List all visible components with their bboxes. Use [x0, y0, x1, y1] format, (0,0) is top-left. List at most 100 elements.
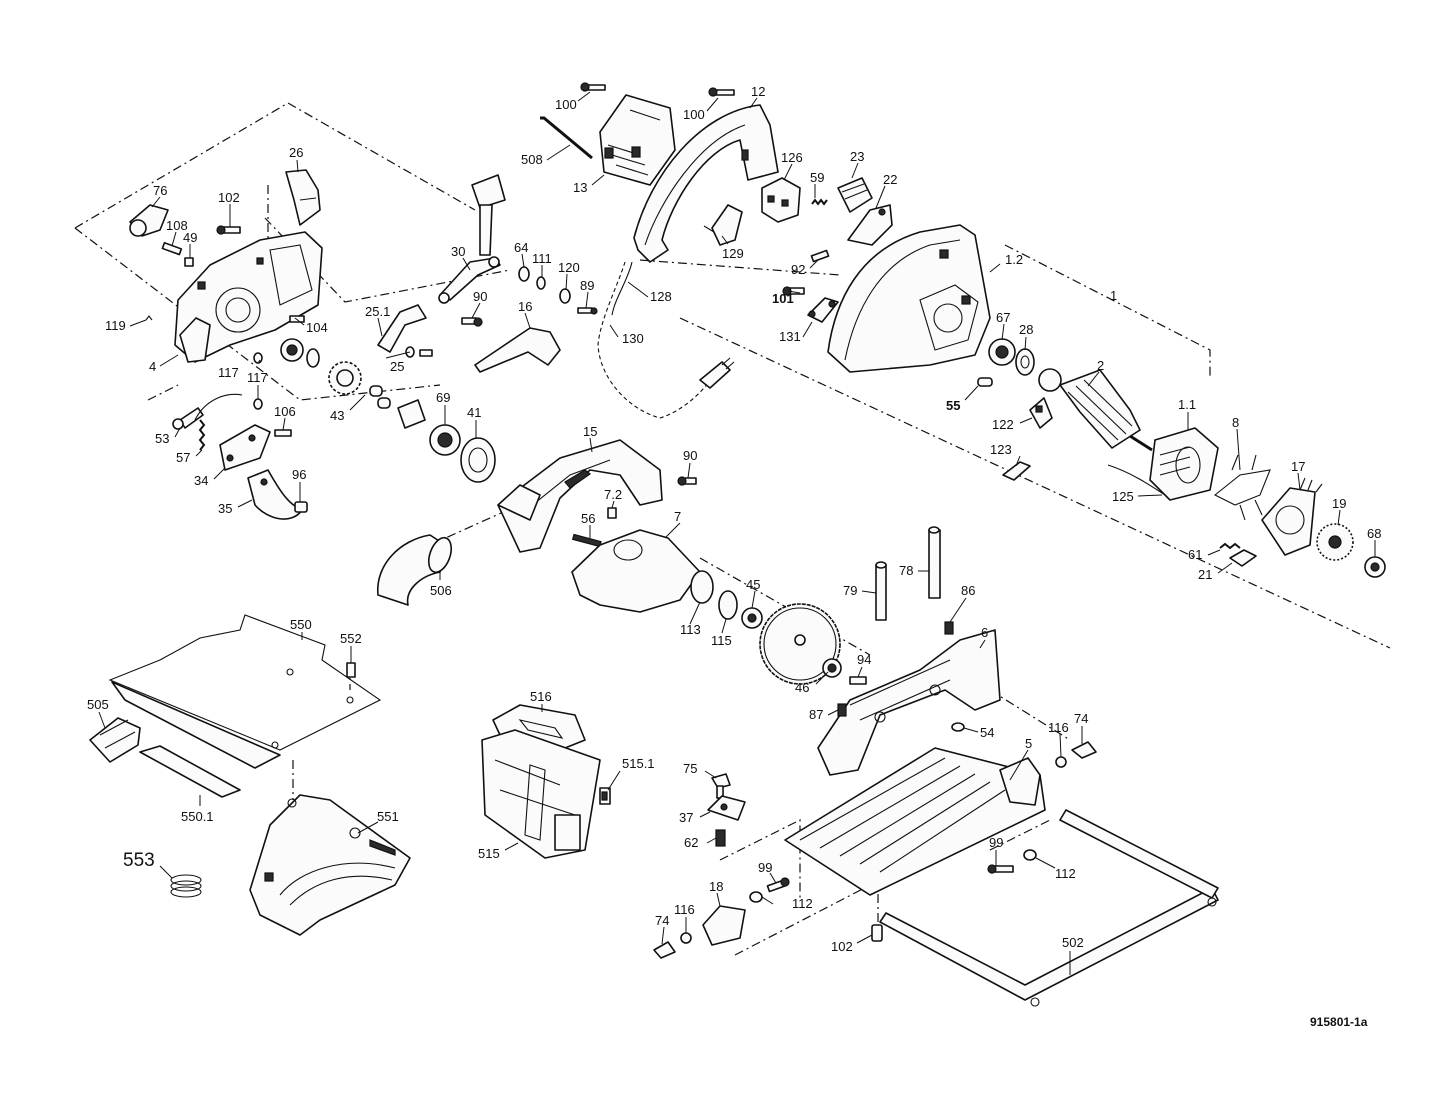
sheet-550 [108, 614, 382, 769]
label-123: 123 [990, 442, 1012, 457]
label-87: 87 [809, 707, 823, 722]
label-41: 41 [467, 405, 481, 420]
label-59: 59 [810, 170, 824, 185]
label-90a: 90 [473, 289, 487, 304]
armature-group [977, 338, 1386, 578]
label-4: 4 [149, 359, 156, 374]
label-43: 43 [330, 408, 344, 423]
label-5: 5 [1025, 736, 1032, 751]
label-128: 128 [650, 289, 672, 304]
bearing-68 [1364, 556, 1386, 578]
label-2: 2 [1097, 358, 1104, 373]
gearbox-group [129, 169, 598, 520]
label-515.1: 515.1 [622, 756, 655, 771]
handle-housing [633, 104, 779, 263]
label-131: 131 [779, 329, 801, 344]
blade-guard-group [377, 439, 867, 685]
label-61: 61 [1188, 547, 1202, 562]
base-group [653, 526, 1219, 1007]
bearing-69 [429, 424, 461, 456]
miter-base-551 [249, 794, 411, 936]
label-113: 113 [680, 622, 701, 637]
nut-74b [653, 941, 676, 959]
dust-elbow-506 [377, 534, 453, 606]
label-22: 22 [883, 172, 897, 187]
screw-86 [944, 621, 954, 635]
label-552: 552 [340, 631, 362, 646]
label-506: 506 [430, 583, 452, 598]
wire-125 [1107, 464, 1166, 496]
label-15: 15 [583, 424, 597, 439]
label-35: 35 [218, 501, 232, 516]
hex-key [540, 116, 593, 160]
power-cable [597, 261, 735, 419]
screw-552 [346, 662, 356, 678]
stator [1149, 427, 1219, 501]
label-55: 55 [946, 398, 960, 413]
label-13: 13 [573, 180, 587, 195]
flange-45 [741, 607, 763, 629]
screw-100b [708, 87, 735, 97]
screw-99b [987, 864, 1014, 874]
rail-carriage-6 [817, 629, 1001, 776]
label-6: 6 [981, 625, 988, 640]
ring-113 [690, 570, 714, 604]
screw-102a [216, 225, 241, 235]
label-53: 53 [155, 431, 169, 446]
switch-lever [837, 177, 873, 213]
screw-101 [782, 286, 805, 296]
motor-housing-group [540, 82, 991, 419]
label-108: 108 [166, 218, 188, 233]
label-78: 78 [899, 563, 913, 578]
upper-guard-15 [497, 439, 663, 553]
part-54 [951, 722, 965, 732]
label-69: 69 [436, 390, 450, 405]
cable-clamp [703, 204, 743, 246]
label-125: 125 [1112, 489, 1134, 504]
screw-89 [577, 307, 598, 315]
label-12: 12 [751, 84, 765, 99]
label-129: 129 [722, 246, 744, 261]
label-102a: 102 [218, 190, 240, 205]
label-119: 119 [105, 318, 126, 333]
label-56: 56 [581, 511, 595, 526]
label-100b: 100 [683, 107, 705, 122]
clip-119 [145, 315, 153, 321]
part-labels: 100 100 12 508 13 126 23 59 22 129 92 1.… [87, 84, 1381, 954]
label-516: 516 [530, 689, 552, 704]
lower-guard-7 [571, 529, 701, 613]
pin-55 [977, 377, 993, 387]
bracket-8 [1213, 454, 1271, 521]
clip-505 [89, 717, 141, 763]
label-46: 46 [795, 680, 809, 695]
fan-housing-17 [1261, 477, 1323, 556]
label-116b: 116 [674, 902, 695, 917]
label-7: 7 [674, 509, 681, 524]
label-99a: 99 [758, 860, 772, 875]
label-553: 553 [123, 850, 155, 871]
label-89: 89 [580, 278, 594, 293]
label-75: 75 [683, 761, 697, 776]
screw-108 [161, 241, 183, 256]
label-49: 49 [183, 230, 197, 245]
screw-87 [837, 703, 847, 717]
label-104: 104 [306, 320, 328, 335]
plate-34 [219, 424, 271, 471]
spring-band [194, 393, 243, 421]
saw-blade [759, 603, 841, 685]
fan-19 [1316, 523, 1354, 561]
brush-21 [1229, 549, 1257, 567]
label-64: 64 [514, 240, 528, 255]
label-18: 18 [709, 879, 723, 894]
spring-553 [170, 874, 202, 898]
spring-62 [715, 829, 726, 847]
armature [1038, 368, 1153, 452]
washer-116a [1055, 756, 1067, 768]
motor-housing [827, 224, 991, 373]
pin-49 [184, 257, 194, 267]
label-102b: 102 [831, 939, 853, 954]
label-101: 101 [772, 291, 794, 306]
screw-96 [294, 501, 308, 513]
switch [761, 177, 801, 223]
label-1: 1 [1110, 288, 1117, 303]
